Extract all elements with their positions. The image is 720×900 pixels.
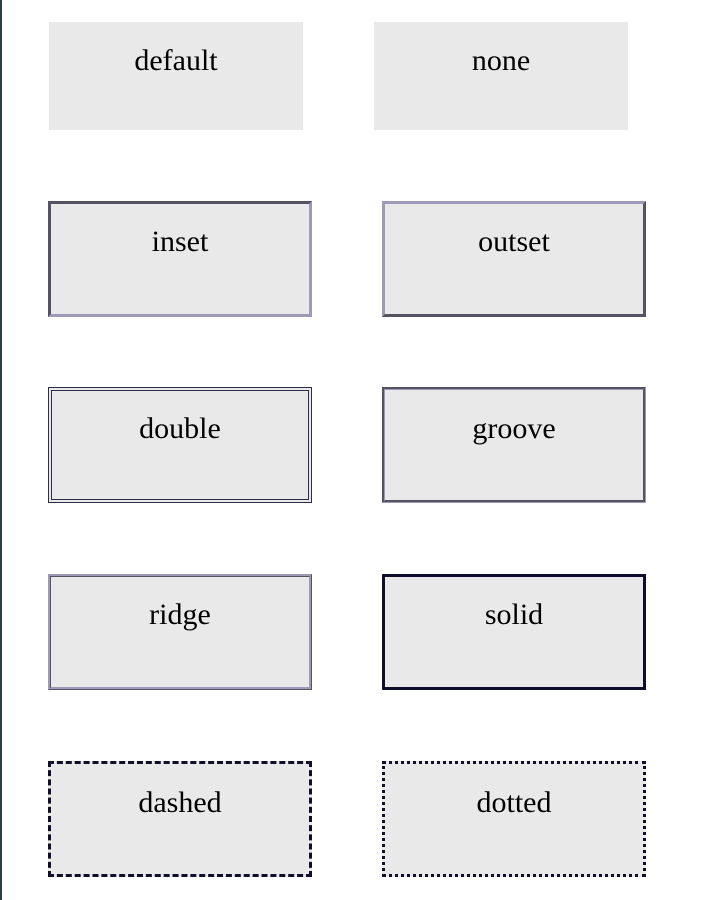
border-style-dashed-box: dashed [48,761,312,877]
border-style-solid-box: solid [382,574,646,690]
border-style-none-box: none [374,22,628,130]
box-label-none: none [471,44,531,77]
box-label-inset: inset [151,225,209,258]
border-style-double-box: double [48,387,312,503]
border-style-default-box: default [49,22,303,130]
border-style-outset-box: outset [382,201,646,317]
box-label-ridge: ridge [149,598,211,631]
box-label-dotted: dotted [476,786,552,819]
border-style-groove-box: groove [382,387,646,503]
box-label-solid: solid [484,598,544,631]
left-edge-divider [0,0,2,900]
box-label-groove: groove [472,412,556,445]
box-label-dashed: dashed [138,786,222,819]
box-label-default: default [134,44,218,77]
border-style-dotted-box: dotted [382,761,646,877]
box-label-double: double [139,412,221,445]
border-style-inset-box: inset [48,201,312,317]
box-label-outset: outset [478,225,550,258]
border-style-ridge-box: ridge [48,574,312,690]
